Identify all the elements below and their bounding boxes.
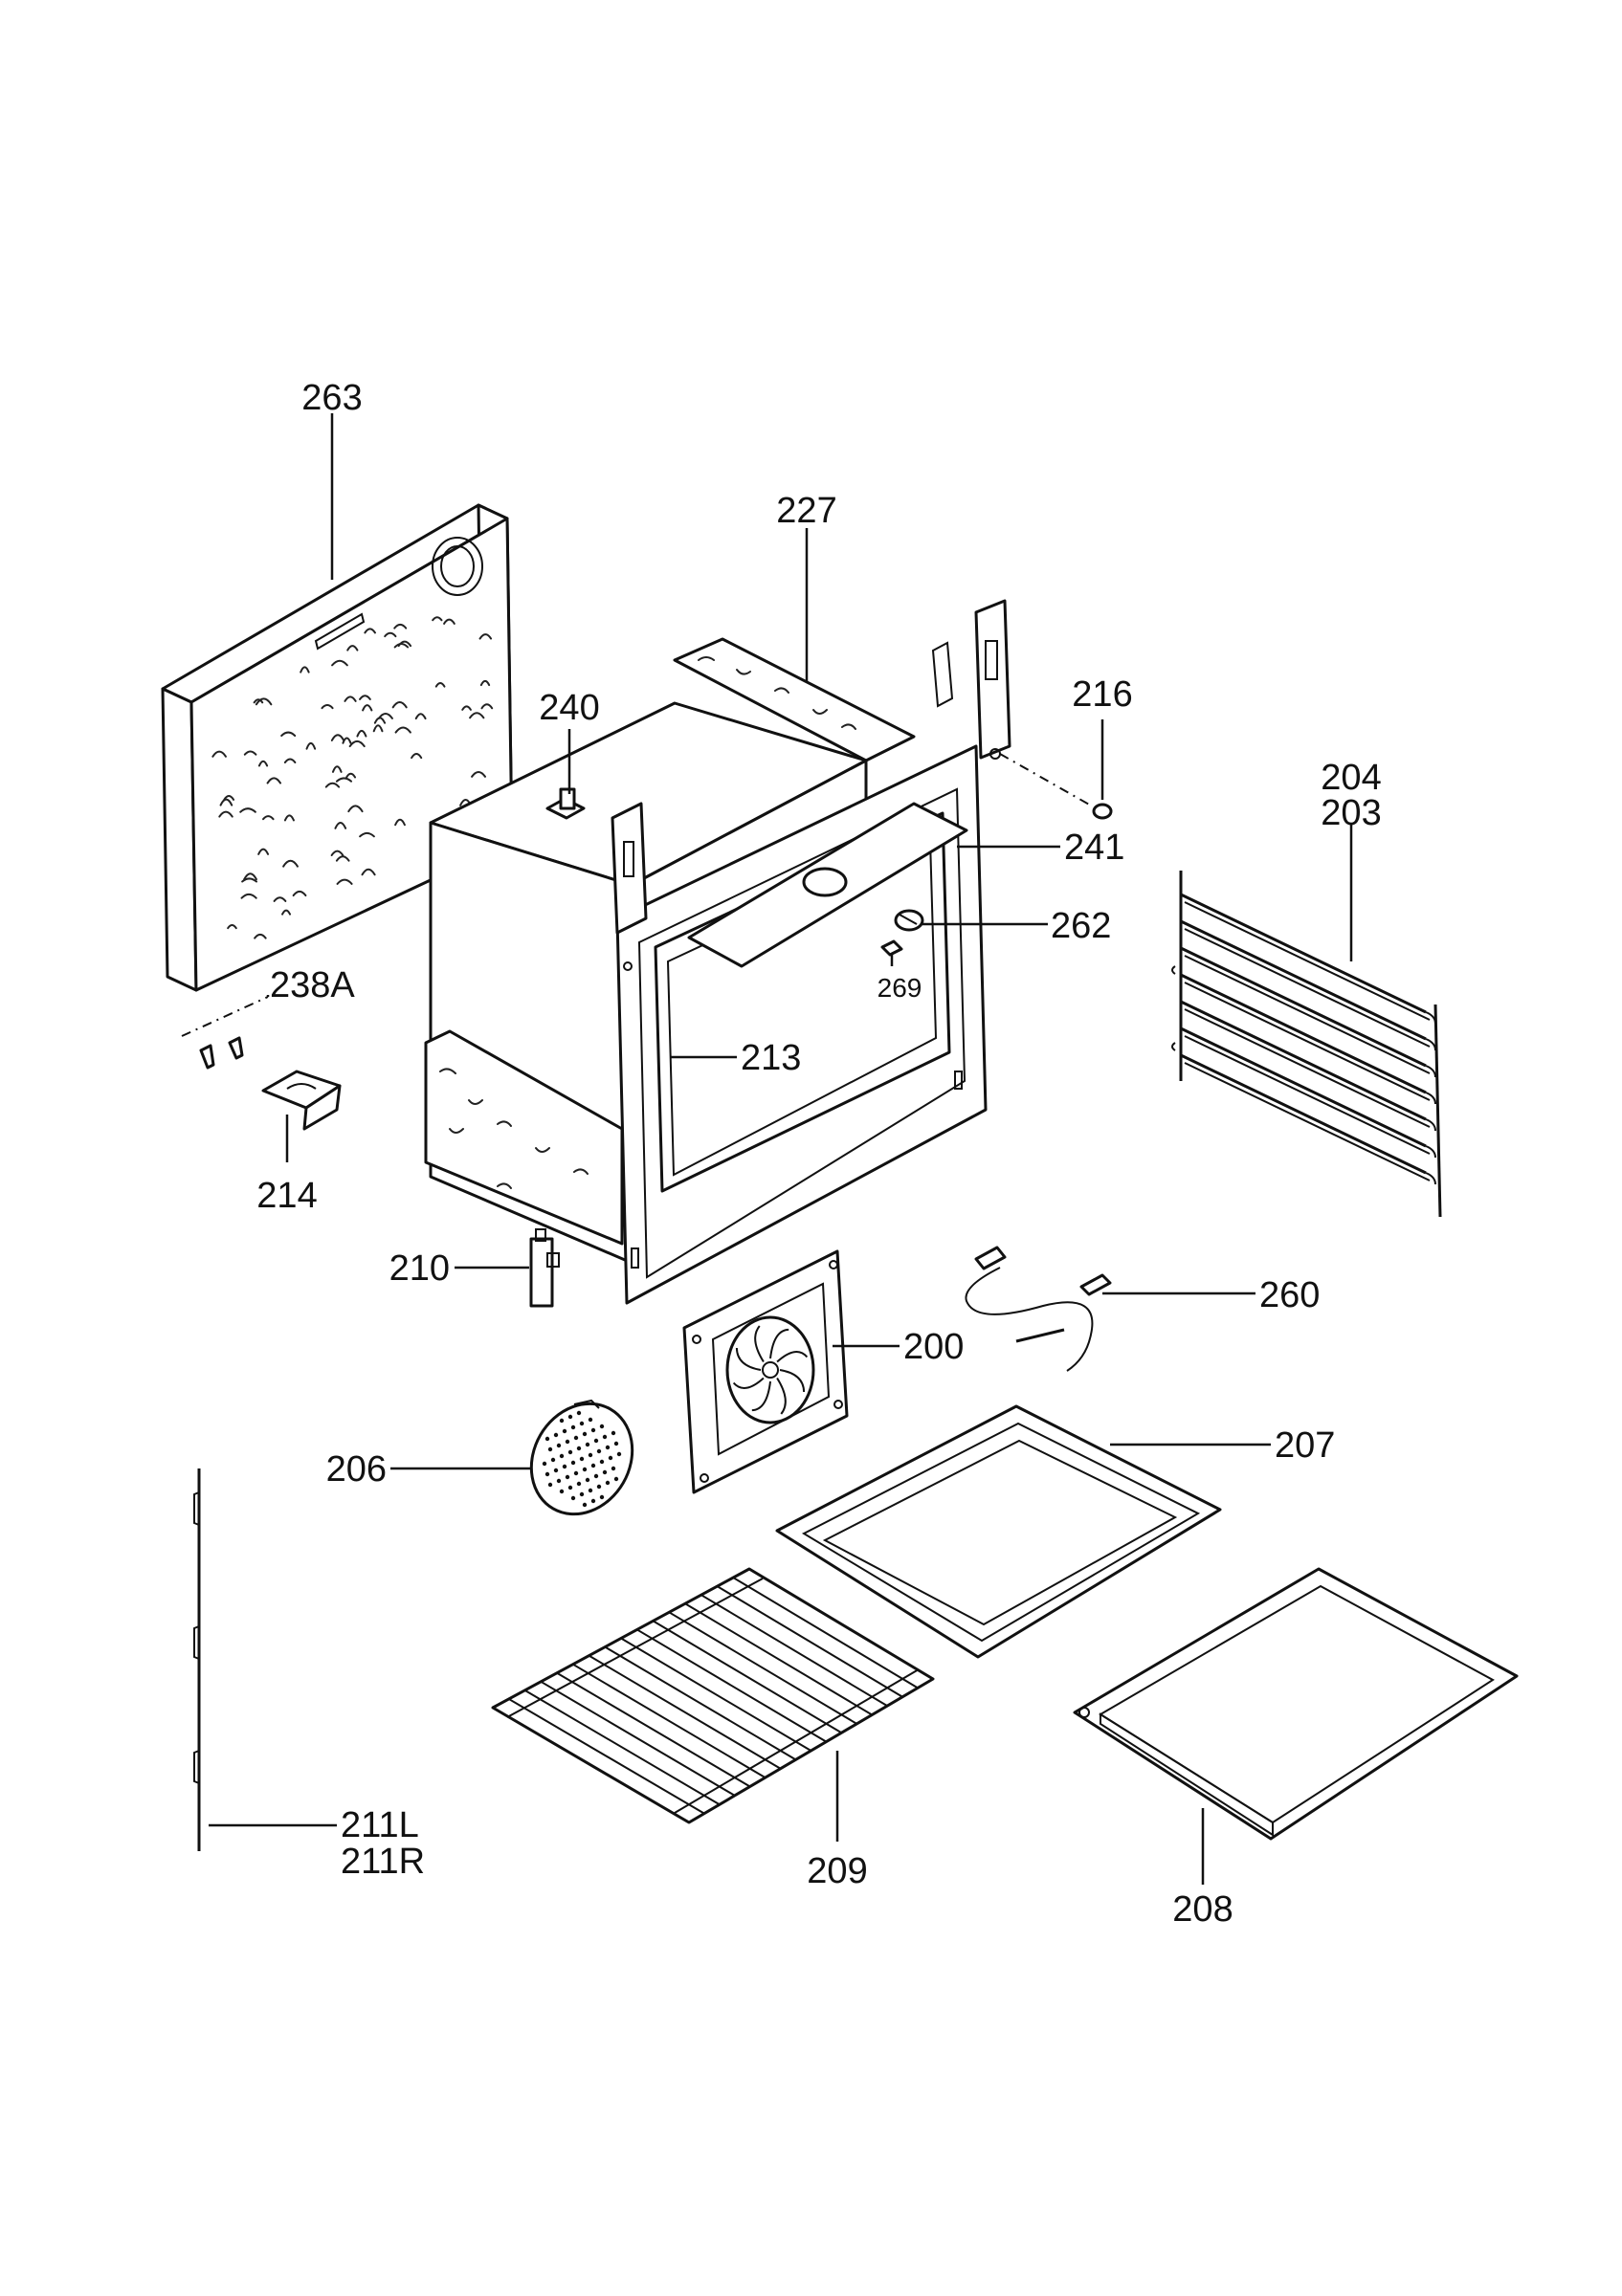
callout-200: 200 xyxy=(833,1327,964,1367)
shelf-runners-204-203 xyxy=(1171,871,1442,1218)
callout-263: 263 xyxy=(301,378,363,580)
callout-262: 262 xyxy=(922,906,1111,946)
label-207: 207 xyxy=(1275,1425,1335,1466)
callout-214: 214 xyxy=(256,1115,318,1216)
clip-269: 269 xyxy=(878,939,922,1003)
callout-213: 213 xyxy=(670,1038,801,1078)
label-210: 210 xyxy=(389,1248,450,1289)
label-214: 214 xyxy=(256,1176,317,1216)
callout-209: 209 xyxy=(807,1751,868,1891)
label-260: 260 xyxy=(1259,1275,1320,1315)
screws-238a: 238A xyxy=(181,965,355,1070)
label-241: 241 xyxy=(1064,828,1124,868)
fixing-240 xyxy=(545,787,586,820)
callout-260: 260 xyxy=(1102,1275,1320,1315)
callout-204-203: 204 203 xyxy=(1321,758,1382,961)
callout-240: 240 xyxy=(539,688,600,794)
fan-grille-206 xyxy=(529,1399,634,1516)
lamp-262 xyxy=(894,909,924,932)
label-211r: 211R xyxy=(341,1842,425,1882)
callout-207: 207 xyxy=(1110,1425,1335,1466)
label-203: 203 xyxy=(1321,793,1381,833)
callout-241: 241 xyxy=(957,828,1124,868)
label-262: 262 xyxy=(1051,906,1111,946)
switch-210 xyxy=(529,1228,560,1308)
label-211l: 211L xyxy=(341,1805,419,1845)
callout-206: 206 xyxy=(326,1449,532,1490)
label-208: 208 xyxy=(1172,1889,1233,1930)
wire-shelf-209 xyxy=(491,1567,935,1824)
label-227: 227 xyxy=(776,491,836,531)
baking-tray-207 xyxy=(775,1404,1222,1659)
callout-216: 216 xyxy=(1072,674,1133,800)
label-238a: 238A xyxy=(270,965,355,1005)
callout-227: 227 xyxy=(776,491,837,681)
roasting-pan-208 xyxy=(1073,1567,1519,1841)
fan-unit-200 xyxy=(682,1249,849,1494)
callout-211: 211L 211R xyxy=(209,1805,425,1882)
callout-208: 208 xyxy=(1172,1808,1233,1930)
label-206: 206 xyxy=(326,1449,387,1490)
label-240: 240 xyxy=(539,688,599,728)
label-216: 216 xyxy=(1072,674,1132,715)
label-204: 204 xyxy=(1321,758,1381,798)
label-269: 269 xyxy=(878,973,922,1003)
side-rail-211 xyxy=(193,1468,201,1851)
label-200: 200 xyxy=(903,1327,964,1367)
label-263: 263 xyxy=(301,378,362,418)
callout-210: 210 xyxy=(389,1248,529,1289)
screw-216 xyxy=(999,753,1113,820)
label-213: 213 xyxy=(741,1038,801,1078)
label-209: 209 xyxy=(807,1851,867,1891)
oven-cavity-227 xyxy=(424,599,1011,1305)
bracket-214 xyxy=(261,1070,342,1131)
sensor-cable-260 xyxy=(965,1246,1112,1372)
